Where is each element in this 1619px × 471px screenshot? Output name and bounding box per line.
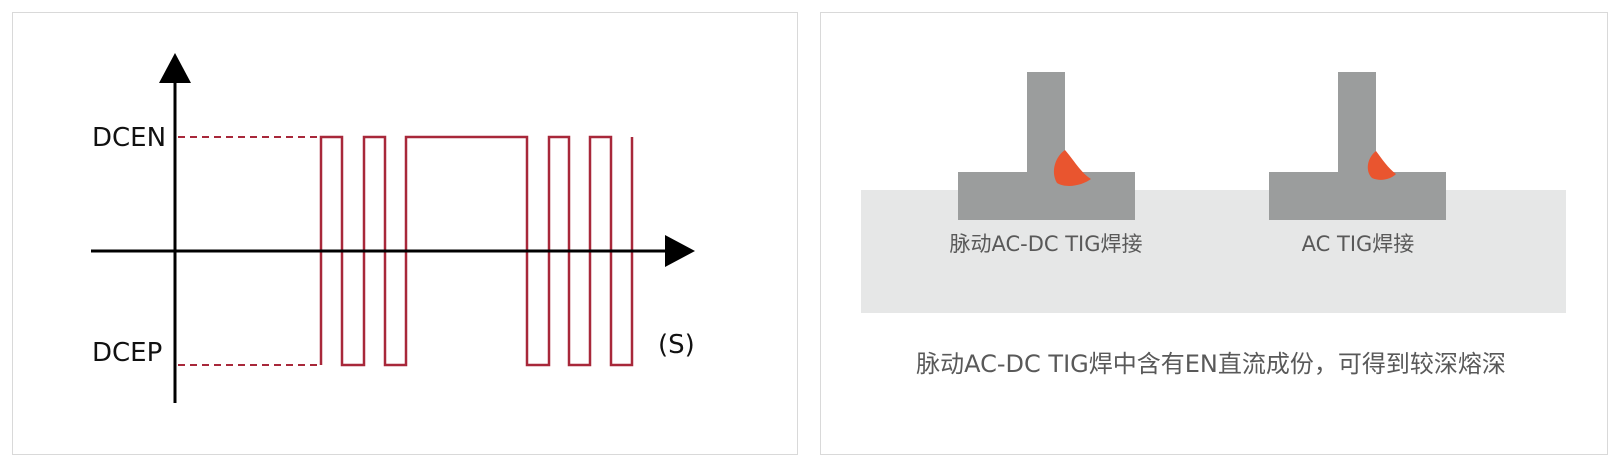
left-weld-bead <box>1053 150 1091 186</box>
time-unit-label: (S) <box>658 330 695 360</box>
right-joint-stem <box>1338 72 1376 173</box>
dcen-label: DCEN <box>92 123 166 153</box>
waveform-diagram: DCEN DCEP (S) <box>91 53 695 403</box>
left-weld-caption: 脉动AC-DC TIG焊接 <box>949 232 1142 256</box>
x-axis-arrow <box>665 235 695 267</box>
left-joint-stem <box>1027 72 1065 173</box>
description-text: 脉动AC-DC TIG焊中含有EN直流成份，可得到较深熔深 <box>916 350 1506 378</box>
pulse-waveform <box>319 135 634 367</box>
weld-comparison-panel: 脉动AC-DC TIG焊接 AC TIG焊接 脉动AC-DC TIG焊中含有EN… <box>820 12 1608 455</box>
right-weld-bead <box>1367 151 1396 180</box>
right-joint-base <box>1269 172 1446 220</box>
y-axis-arrow <box>159 53 191 83</box>
waveform-panel: DCEN DCEP (S) <box>12 12 798 455</box>
right-weld-caption: AC TIG焊接 <box>1302 232 1415 256</box>
weld-comparison-diagram: 脉动AC-DC TIG焊接 AC TIG焊接 脉动AC-DC TIG焊中含有EN… <box>861 72 1566 378</box>
dcep-label: DCEP <box>92 338 162 368</box>
left-joint-base <box>958 172 1135 220</box>
